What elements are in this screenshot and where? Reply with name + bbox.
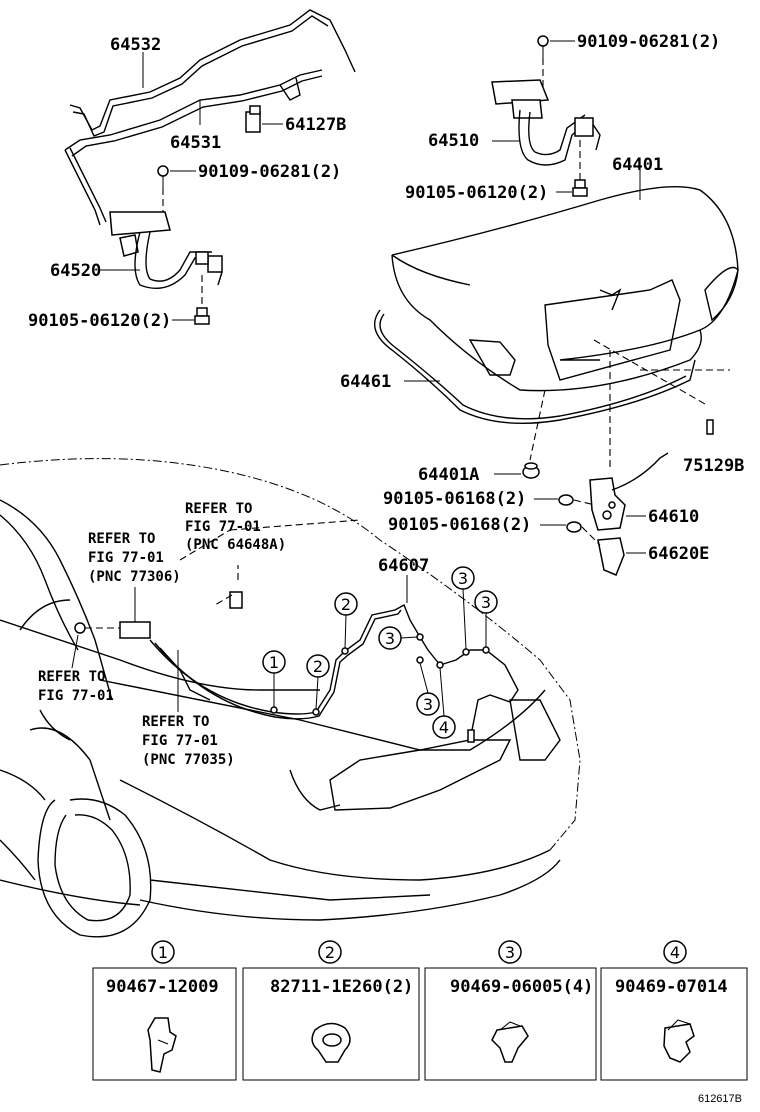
callout-2a: 2 bbox=[306, 654, 330, 710]
svg-text:1: 1 bbox=[158, 943, 168, 962]
legend-item-4: 4 90469-07014 bbox=[600, 940, 748, 1081]
svg-text:REFER TO: REFER TO bbox=[185, 501, 252, 517]
label-64620E: 64620E bbox=[648, 544, 709, 564]
callout-4: 4 bbox=[432, 667, 456, 739]
svg-text:3: 3 bbox=[481, 593, 491, 612]
label-64127B: 64127B bbox=[285, 115, 346, 135]
callout-1: 1 bbox=[262, 650, 286, 707]
clip-icon-1 bbox=[147, 1017, 177, 1073]
svg-text:3: 3 bbox=[505, 943, 515, 962]
bolt-icon-lock-2 bbox=[566, 521, 582, 533]
refer-to-77306: REFER TO FIG 77-01 (PNC 77306) bbox=[88, 531, 181, 585]
car-body-outline bbox=[0, 458, 581, 938]
svg-text:REFER TO: REFER TO bbox=[38, 669, 105, 685]
label-64401A: 64401A bbox=[418, 465, 479, 485]
label-64610: 64610 bbox=[648, 507, 699, 527]
svg-text:2: 2 bbox=[341, 595, 351, 614]
refer-to-left: REFER TO FIG 77-01 bbox=[38, 669, 114, 704]
callout-2b: 2 bbox=[334, 592, 358, 649]
svg-text:1: 1 bbox=[269, 653, 279, 672]
clip-64127B-icon bbox=[245, 105, 261, 133]
svg-text:3: 3 bbox=[385, 629, 395, 648]
label-screw-right: 90105-06120(2) bbox=[405, 183, 548, 203]
svg-text:4: 4 bbox=[670, 943, 680, 962]
svg-text:REFER TO: REFER TO bbox=[88, 531, 155, 547]
label-bolt-upper-right: 90109-06281(2) bbox=[577, 32, 720, 52]
legend-item-2: 2 82711-1E260(2) bbox=[242, 940, 420, 1081]
clip-icon-3 bbox=[491, 1021, 529, 1063]
label-64461: 64461 bbox=[340, 372, 391, 392]
refer-to-77035: REFER TO FIG 77-01 (PNC 77035) bbox=[142, 714, 235, 768]
svg-text:4: 4 bbox=[439, 718, 449, 737]
bolt-icon-lock-1 bbox=[558, 494, 574, 506]
legend-item-1: 1 90467-12009 bbox=[92, 940, 237, 1081]
label-64510: 64510 bbox=[428, 131, 479, 151]
svg-text:90469-07014: 90469-07014 bbox=[615, 977, 728, 997]
label-64531: 64531 bbox=[170, 133, 221, 153]
callout-3c: 3 bbox=[474, 590, 498, 647]
svg-text:90469-06005(4): 90469-06005(4) bbox=[450, 977, 593, 997]
label-screw-left: 90105-06120(2) bbox=[28, 311, 171, 331]
svg-text:REFER TO: REFER TO bbox=[142, 714, 209, 730]
bolt-icon-upper-left bbox=[157, 165, 169, 188]
svg-text:FIG 77-01: FIG 77-01 bbox=[38, 688, 114, 704]
striker-64620E bbox=[597, 537, 625, 576]
hinge-64520 bbox=[109, 211, 223, 289]
svg-text:3: 3 bbox=[423, 695, 433, 714]
legend-item-3: 3 90469-06005(4) bbox=[424, 940, 597, 1081]
label-bolt-upper-left: 90109-06281(2) bbox=[198, 162, 341, 182]
label-64607: 64607 bbox=[378, 556, 429, 576]
hinge-64510 bbox=[491, 79, 601, 166]
label-75129B: 75129B bbox=[683, 456, 744, 476]
bolt-icon-upper-right bbox=[537, 35, 549, 58]
screw-icon-left bbox=[194, 307, 210, 325]
label-bolt-lock-1: 90105-06168(2) bbox=[383, 489, 526, 509]
label-64520: 64520 bbox=[50, 261, 101, 281]
svg-text:2: 2 bbox=[325, 943, 335, 962]
callout-3a: 3 bbox=[378, 626, 418, 650]
label-64532: 64532 bbox=[110, 35, 161, 55]
weatherstrip-64461 bbox=[373, 309, 696, 425]
svg-text:2: 2 bbox=[313, 657, 323, 676]
svg-text:(PNC 77035): (PNC 77035) bbox=[142, 752, 235, 768]
svg-text:3: 3 bbox=[458, 569, 468, 588]
figure-code: 612617B bbox=[698, 1093, 742, 1105]
svg-text:FIG 77-01: FIG 77-01 bbox=[88, 550, 164, 566]
refer-to-64648A: REFER TO FIG 77-01 (PNC 64648A) bbox=[185, 501, 286, 553]
callout-3b: 3 bbox=[451, 566, 475, 650]
svg-text:82711-1E260(2): 82711-1E260(2) bbox=[270, 977, 413, 997]
wire-harness-64607 bbox=[74, 519, 519, 743]
svg-text:FIG 77-01: FIG 77-01 bbox=[185, 519, 261, 535]
bumper-64401A-icon bbox=[522, 462, 540, 479]
clip-icon-4 bbox=[663, 1019, 695, 1063]
trunk-lid-64401 bbox=[391, 185, 739, 392]
svg-text:90467-12009: 90467-12009 bbox=[106, 977, 219, 997]
svg-text:(PNC 77306): (PNC 77306) bbox=[88, 569, 181, 585]
svg-text:(PNC 64648A): (PNC 64648A) bbox=[185, 537, 286, 553]
clip-icon-2 bbox=[311, 1022, 351, 1063]
callout-3d: 3 bbox=[416, 662, 440, 716]
label-64401: 64401 bbox=[612, 155, 663, 175]
cable-end-75129B-icon bbox=[706, 419, 714, 435]
label-bolt-lock-2: 90105-06168(2) bbox=[388, 515, 531, 535]
lock-64610 bbox=[589, 452, 669, 531]
svg-text:FIG 77-01: FIG 77-01 bbox=[142, 733, 218, 749]
screw-icon-right bbox=[572, 179, 588, 197]
torsion-bar-64532 bbox=[69, 9, 356, 137]
